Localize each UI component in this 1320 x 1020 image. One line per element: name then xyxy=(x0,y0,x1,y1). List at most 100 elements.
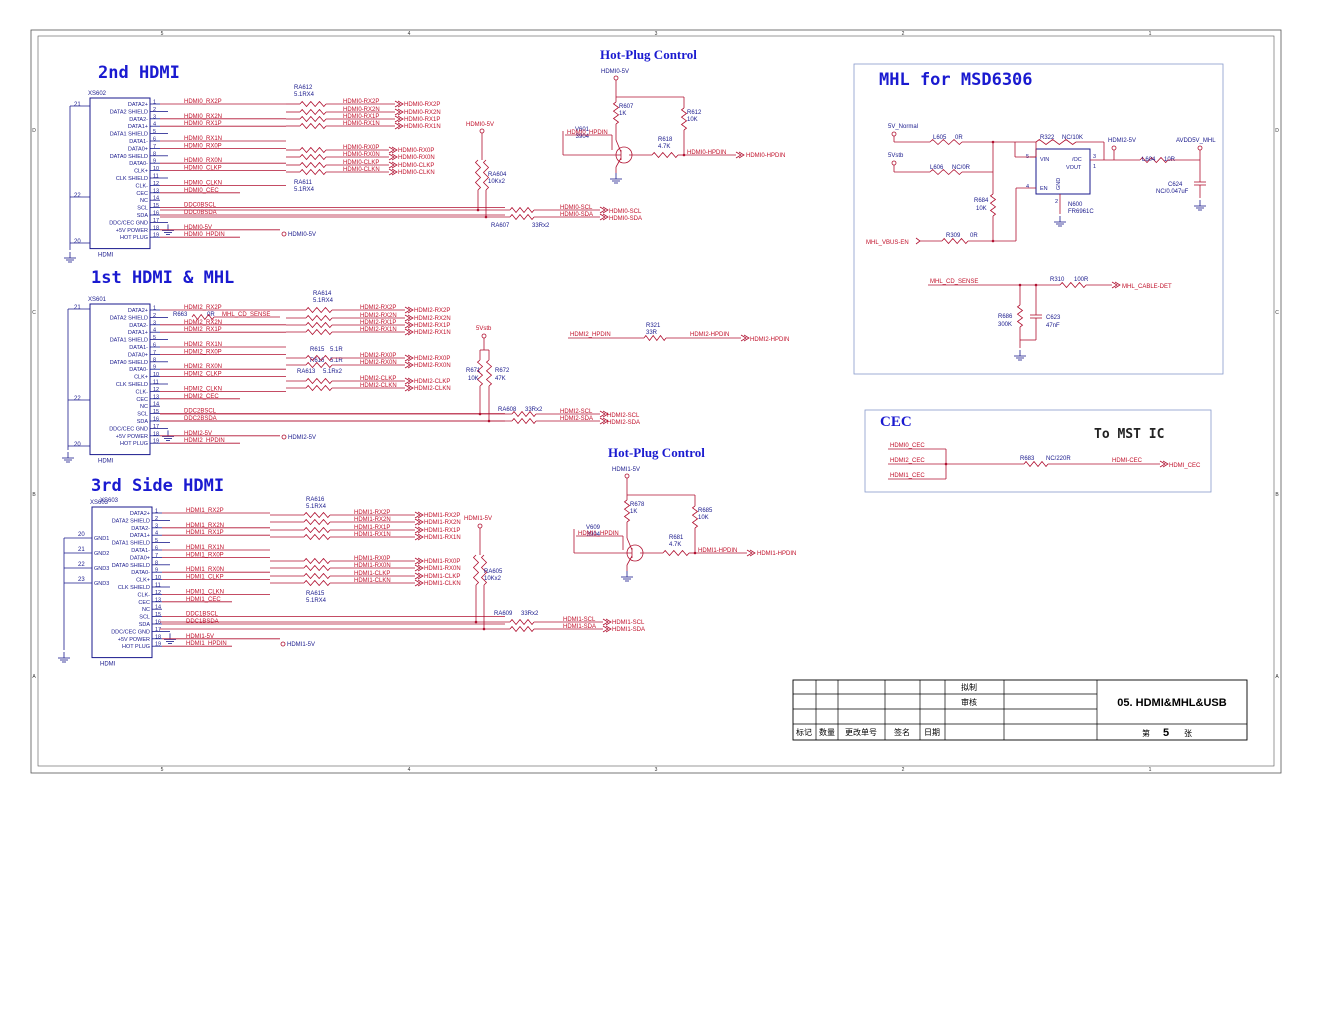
r616-value: 5.1R xyxy=(330,358,343,364)
r322-value: NC/10K xyxy=(1062,135,1083,141)
connector-net-label: HDMI0_CEC xyxy=(184,188,219,194)
border-row-label: C xyxy=(32,310,36,316)
transistor-ref: V601 xyxy=(575,127,590,133)
vbus-net-label: MHL_VBUS-EN xyxy=(866,240,909,246)
r309-value: 0R xyxy=(970,233,978,239)
connector-net-label: HDMI1_RX0P xyxy=(186,552,224,558)
pullup-ref: RA605 xyxy=(484,569,503,575)
connector-pin-name: DATA2- xyxy=(129,117,148,123)
transistor-ref: V609 xyxy=(586,525,601,531)
inductor-l606 xyxy=(929,168,963,176)
r683-ref: R683 xyxy=(1020,456,1035,462)
r321-ref: R321 xyxy=(646,323,661,329)
l606-value: NC/0R xyxy=(952,165,971,171)
ddc-port-label: HDMI0-SCL xyxy=(609,209,642,215)
pin-number: 10 xyxy=(155,575,161,581)
cable-det-label: MHL_CABLE-DET xyxy=(1122,284,1172,290)
connector-net-label: HDMI2_RX1P xyxy=(184,327,222,333)
net-arrow xyxy=(735,151,745,159)
power-port xyxy=(1111,145,1117,151)
inductor-l605 xyxy=(929,138,963,146)
pin-number: 10 xyxy=(153,372,159,378)
r310-resistor xyxy=(1059,281,1087,289)
series-resistor xyxy=(509,213,535,221)
r672-value: 47K xyxy=(495,376,506,382)
net-arrow xyxy=(388,168,398,176)
connector-pin-name: DATA2+ xyxy=(128,308,148,314)
l605-value: 0R xyxy=(955,135,963,141)
pin-22: 22 xyxy=(74,193,81,199)
connector-pin-name: DATA1+ xyxy=(128,124,148,130)
ra613-ref: RA613 xyxy=(297,369,316,375)
avdd-label: AVDD5V_MHL xyxy=(1176,138,1216,144)
series-value: 33Rx2 xyxy=(532,223,550,229)
c624-value: NC/0.047uF xyxy=(1156,189,1189,195)
pin-21: 21 xyxy=(74,102,81,108)
r671-resistor xyxy=(476,359,484,387)
net-arrow xyxy=(599,213,609,221)
resistor-array-element xyxy=(305,321,333,329)
r321-resistor xyxy=(643,334,667,342)
connector-pin-name: DATA0 SHIELD xyxy=(110,154,148,160)
connector-pin-name: NC xyxy=(142,607,150,613)
border-row-label: C xyxy=(1275,310,1279,316)
pin-20: 20 xyxy=(78,532,85,538)
sheet-prefix: 第 xyxy=(1142,728,1150,738)
connector-net-label: HDMI0_RX1P xyxy=(184,121,222,127)
hotplug-in-net: HDMI0_HPDIN xyxy=(567,130,608,136)
connector-pin-name: CEC xyxy=(136,397,148,403)
pin-20: 20 xyxy=(74,442,81,448)
connector-pin-name: DATA0- xyxy=(129,367,148,373)
connector-pin-name: DATA1 SHIELD xyxy=(110,338,148,344)
pin-number: 6 xyxy=(155,546,158,552)
resistor-array-element xyxy=(305,377,333,385)
revision-column-label: 签名 xyxy=(894,727,910,737)
resistor-array-element xyxy=(299,122,327,130)
section-title-hdmi1-mhl: 1st HDMI & MHL xyxy=(91,268,234,288)
connector-net-label: DDC1BSCL xyxy=(186,612,219,618)
resistor-array-value: 5.1RX4 xyxy=(294,187,315,193)
section-title-hdmi3: 3rd Side HDMI xyxy=(91,476,224,496)
hotplug-r1-value: 1K xyxy=(630,509,637,515)
net-label-out: HDMI0-RX1N xyxy=(343,121,380,127)
pullup-resistor xyxy=(474,159,482,191)
connector-net-label: DDC0BSCL xyxy=(184,203,217,209)
net-arrow xyxy=(915,237,921,245)
hotplug-pullup xyxy=(623,499,631,523)
pin-number: 17 xyxy=(153,424,159,430)
series-ref: RA609 xyxy=(494,611,513,617)
resistor-array-element xyxy=(305,354,333,362)
r686-ref: R686 xyxy=(998,314,1013,320)
power-port xyxy=(281,231,287,237)
mhl-ic-body xyxy=(1035,148,1091,195)
connector-net-label: HDMI1_RX1N xyxy=(186,545,224,551)
net-arrow xyxy=(388,161,398,169)
l605-ref: L605 xyxy=(933,135,947,141)
net-port-label: HDMI2-RX1P xyxy=(414,323,450,329)
connector-pin-name: CLK- xyxy=(135,389,148,395)
pullup-net-label: 5Vstb xyxy=(476,326,492,332)
net-label-out: HDMI2-RX0N xyxy=(360,360,397,366)
pin-number: 6 xyxy=(153,343,156,349)
net-arrow xyxy=(414,533,424,541)
hotplug-r-10k xyxy=(680,107,688,131)
connector-body xyxy=(89,303,151,456)
net-arrow xyxy=(394,122,404,130)
net-port-label: HDMI2-CLKN xyxy=(414,386,451,392)
connector-net-label: HDMI1_RX0N xyxy=(186,567,224,573)
net-arrow xyxy=(404,306,414,314)
series-resistor xyxy=(511,417,537,425)
pin-number: 13 xyxy=(153,394,159,400)
resistor-array-element xyxy=(305,306,333,314)
cec-input-net: HDMI2_CEC xyxy=(890,458,925,464)
connector-ref: XS602 xyxy=(88,91,107,97)
resistor-array-element xyxy=(305,384,333,392)
pin-number: 7 xyxy=(155,553,158,559)
connector-net-label: HDMI2-5V xyxy=(184,431,212,437)
connector-ref: XS601 xyxy=(88,297,107,303)
ground-pin-label: GND3 xyxy=(94,581,109,587)
